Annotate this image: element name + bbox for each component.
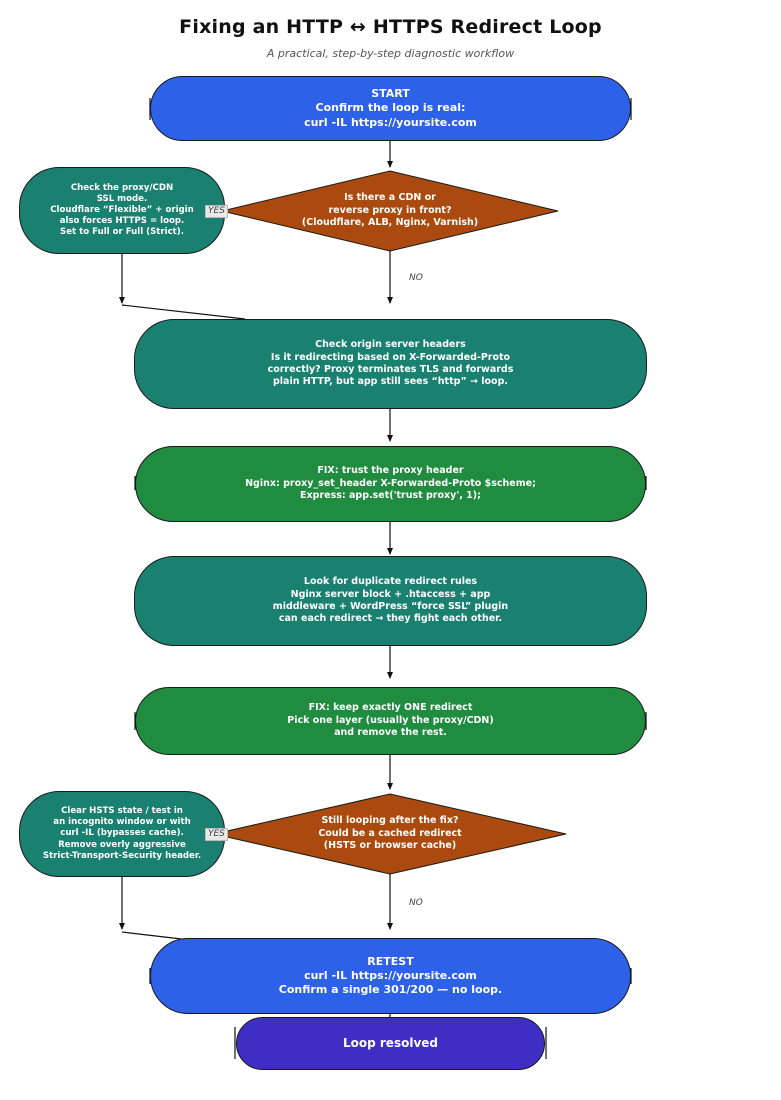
fix-one-node-text: FIX: keep exactly ONE redirect Pick one … <box>287 702 494 739</box>
proxy-ssl-node-text: Check the proxy/CDN SSL mode. Cloudflare… <box>50 182 194 238</box>
edge-label-no-cdn: NO <box>409 273 423 283</box>
retest-node-text: RETEST curl -IL https://yoursite.com Con… <box>278 954 503 997</box>
cdn-question-label: Is there a CDN or reverse proxy in front… <box>301 192 479 229</box>
resolved-node: Loop resolved <box>236 1017 545 1070</box>
resolved-node-text: Loop resolved <box>342 1035 438 1050</box>
edge-label-no-still: NO <box>409 898 423 908</box>
start-node: START Confirm the loop is real: curl -IL… <box>150 76 631 141</box>
fix-trust-node: FIX: trust the proxy header Nginx: proxy… <box>135 446 646 522</box>
page-subtitle: A practical, step-by-step diagnostic wor… <box>266 47 515 60</box>
duplicate-rules-node-text: Look for duplicate redirect rules Nginx … <box>272 576 509 625</box>
duplicate-rules-node: Look for duplicate redirect rules Nginx … <box>134 556 647 646</box>
cdn-question-diamond <box>221 170 559 252</box>
start-node-text: START Confirm the loop is real: curl -IL… <box>304 87 477 129</box>
proxy-ssl-node: Check the proxy/CDN SSL mode. Cloudflare… <box>19 167 225 254</box>
fix-trust-node-text: FIX: trust the proxy header Nginx: proxy… <box>245 465 536 502</box>
fix-one-node: FIX: keep exactly ONE redirect Pick one … <box>135 687 646 755</box>
edge-label-yes-still: YES <box>205 828 228 841</box>
origin-headers-node: Check origin server headers Is it redire… <box>134 319 647 409</box>
hsts-clear-node-text: Clear HSTS state / test in an incognito … <box>42 806 202 861</box>
origin-headers-node-text: Check origin server headers Is it redire… <box>267 339 514 388</box>
edge-proxy-ssl-merge <box>121 304 246 320</box>
retest-node: RETEST curl -IL https://yoursite.com Con… <box>150 938 631 1014</box>
page-title: Fixing an HTTP ↔ HTTPS Redirect Loop <box>179 16 602 38</box>
edge-label-yes-cdn: YES <box>205 205 228 218</box>
still-looping-diamond <box>213 793 567 875</box>
hsts-clear-node: Clear HSTS state / test in an incognito … <box>19 791 225 877</box>
still-looping-label: Still looping after the fix? Could be a … <box>318 815 462 852</box>
